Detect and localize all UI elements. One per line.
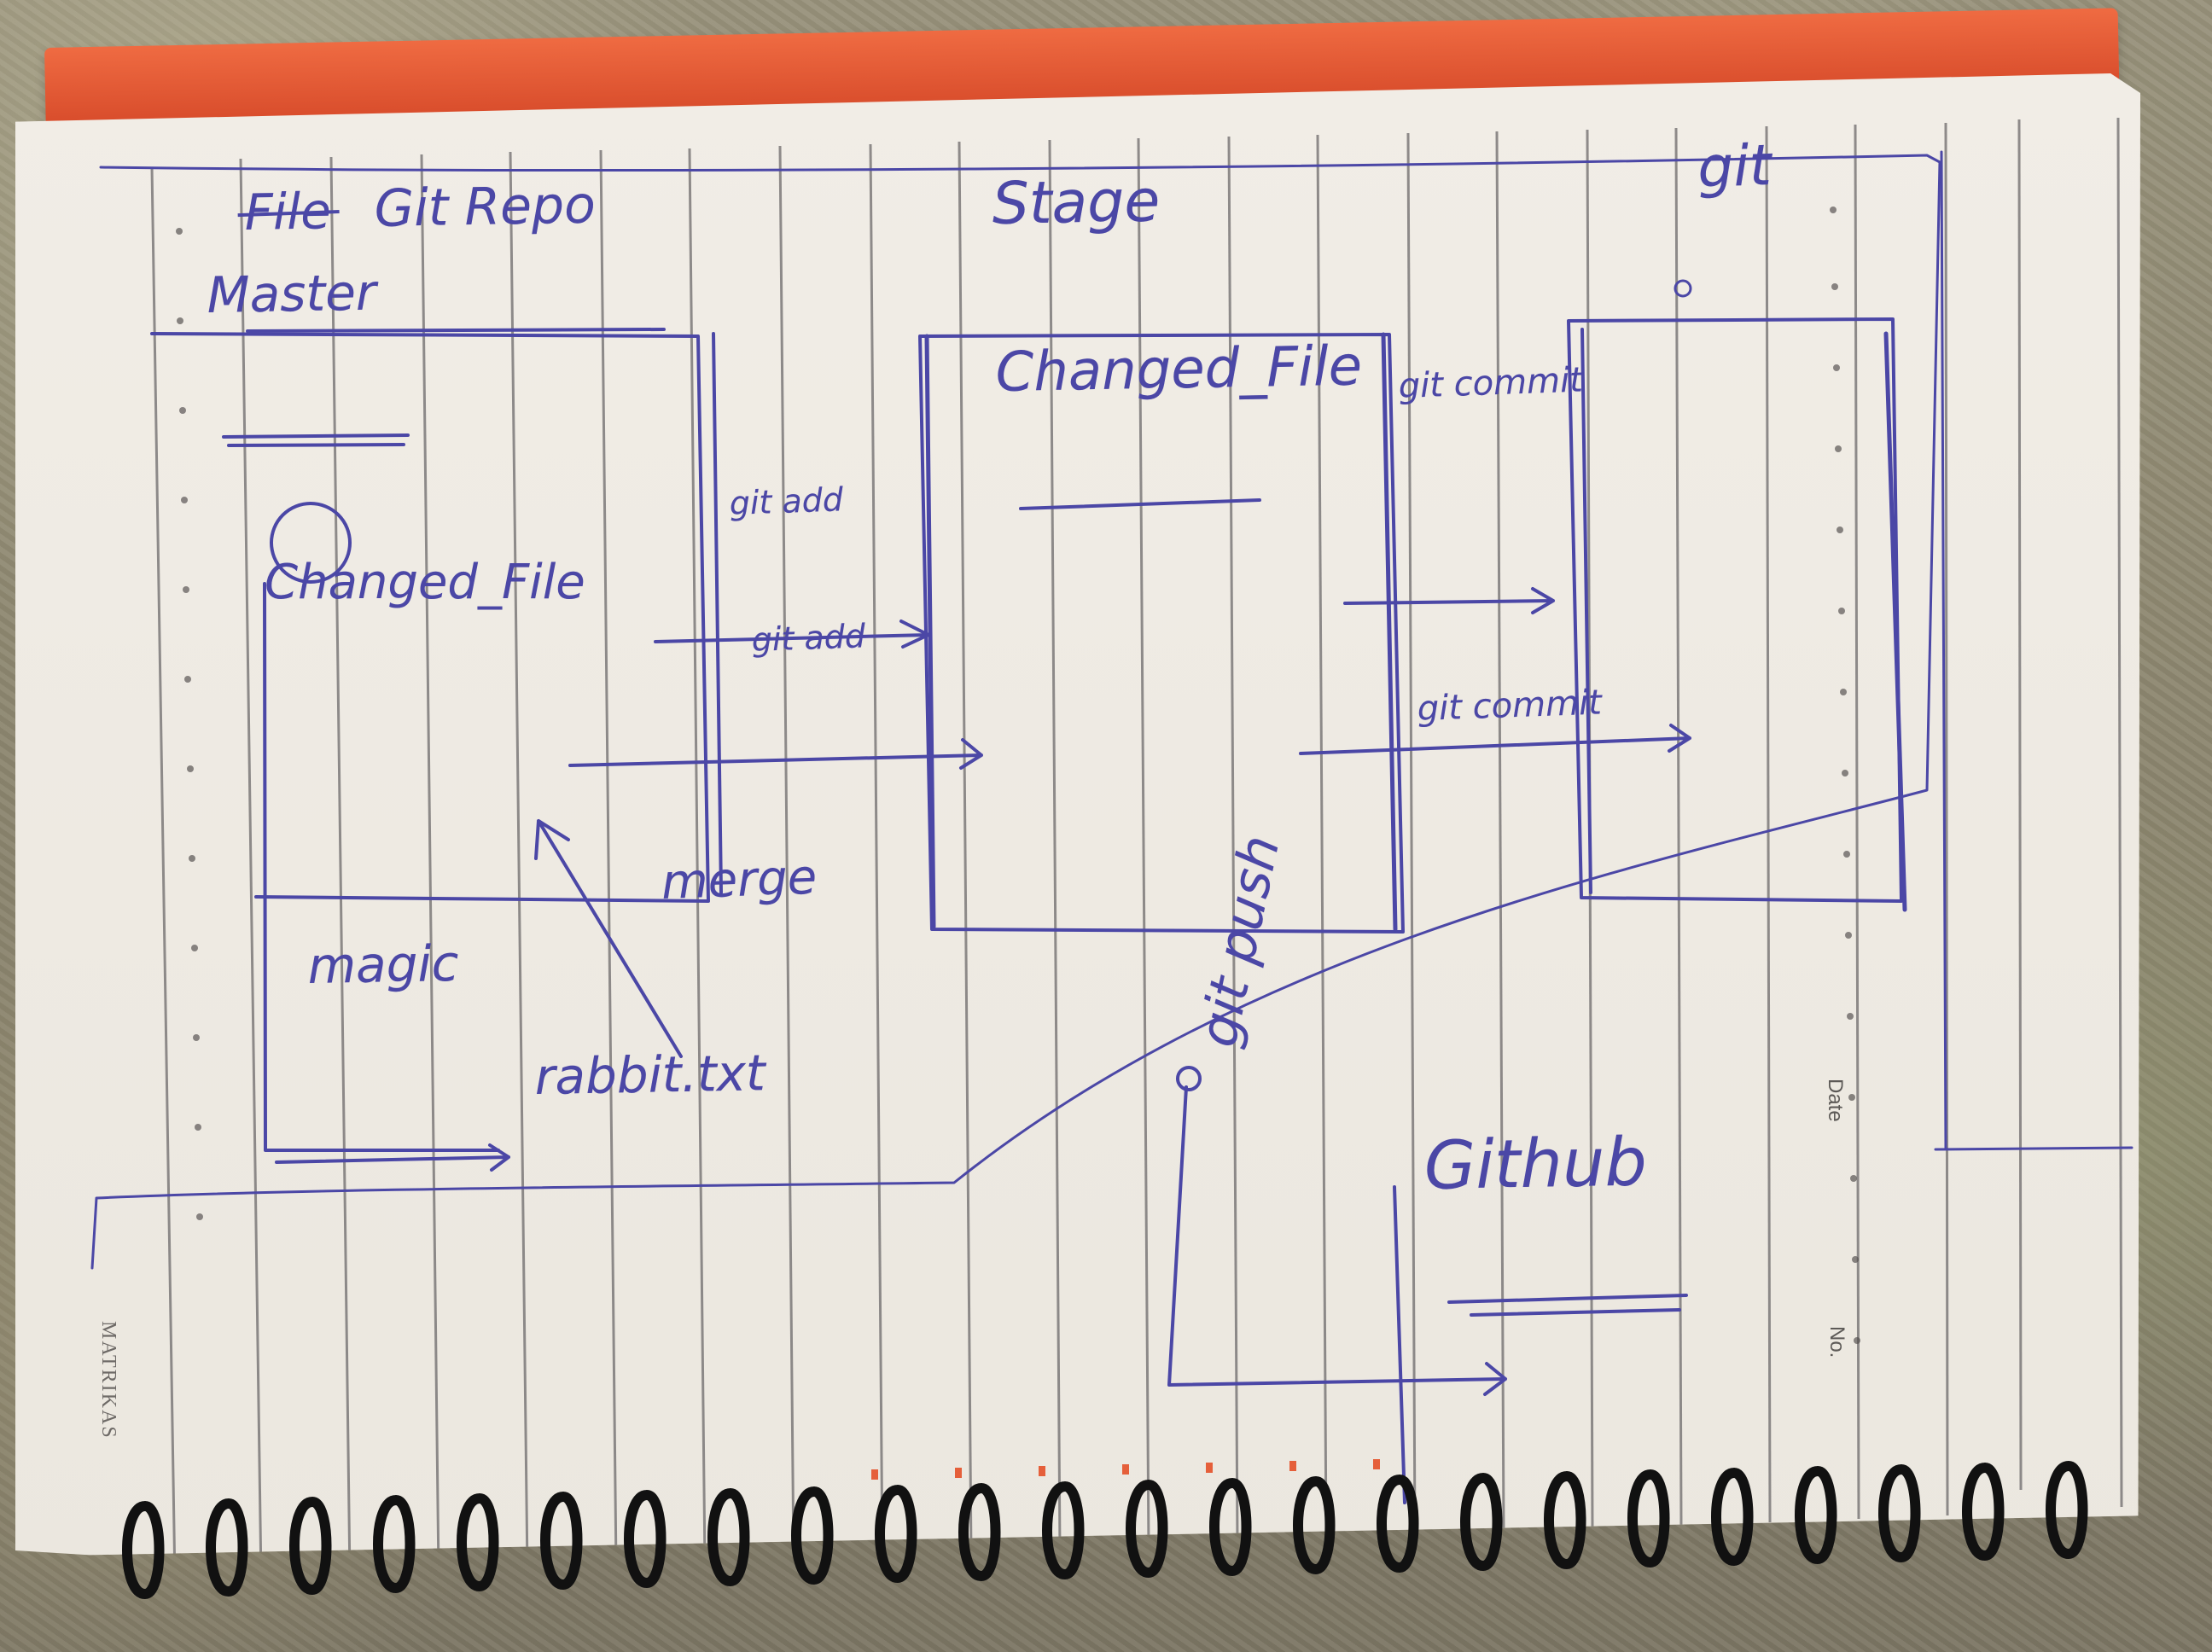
date-underline [1934, 1146, 2133, 1151]
brand-label: MATRIKAS [97, 1321, 119, 1440]
file-label: File [244, 182, 332, 241]
git-box-right-double [1883, 331, 1907, 912]
stage-label: Stage [992, 167, 1161, 238]
stage-box [918, 333, 1405, 934]
master-head-circle [270, 502, 352, 584]
git-commit-bottom-arrow [1299, 724, 1691, 755]
page-right-border [1940, 150, 1947, 1150]
rabbit-label: rabbit.txt [534, 1044, 766, 1106]
git-add-top-arrow [654, 620, 930, 649]
stage-box-right-double [1381, 332, 1398, 932]
small-git-dot [1674, 279, 1692, 298]
file-strike-underline [246, 328, 666, 333]
git-commit-bottom-label: git commit [1417, 683, 1603, 729]
changed-file-stage-underline [1019, 498, 1261, 510]
git-top-label: git [1697, 131, 1773, 201]
git-commit-top-label: git commit [1398, 360, 1584, 406]
git-box [1567, 317, 1903, 903]
master-label: Master [207, 263, 377, 324]
number-printed-label: No. [1825, 1326, 1848, 1358]
merge-arrow [534, 819, 683, 1058]
git-add-bottom-arrow [568, 738, 983, 770]
merge-label: merge [661, 849, 818, 910]
push-head-circle [1176, 1066, 1202, 1091]
date-printed-label: Date [1824, 1079, 1847, 1122]
push-line [1167, 1085, 1507, 1396]
github-underline [1447, 1294, 1688, 1317]
github-divider [1393, 1185, 1406, 1504]
handwritten-diagram [90, 150, 2133, 1504]
master-underline [222, 433, 410, 447]
outer-frame [90, 154, 1941, 1270]
repo-box [150, 332, 710, 903]
git-add-bottom-label: git add [751, 617, 866, 659]
git-commit-top-arrow [1343, 587, 1555, 614]
stage-box-left-double [924, 334, 936, 929]
rabbit-arrow [275, 1143, 510, 1172]
changed-file-repo-label: Changed_File [265, 555, 585, 610]
repo-box-right-double [712, 332, 723, 894]
repo-box-left-line [263, 582, 500, 1152]
git-box-left-double [1580, 328, 1592, 894]
github-label: Github [1423, 1124, 1648, 1205]
ruled-lines [150, 117, 2123, 1556]
notebook-page [15, 73, 2140, 1556]
changed-file-stage-label: Changed_File [995, 334, 1363, 404]
git-repo-label: Git Repo [374, 175, 597, 239]
magic-label: magic [307, 934, 460, 995]
git-add-top-label: git add [729, 480, 844, 522]
